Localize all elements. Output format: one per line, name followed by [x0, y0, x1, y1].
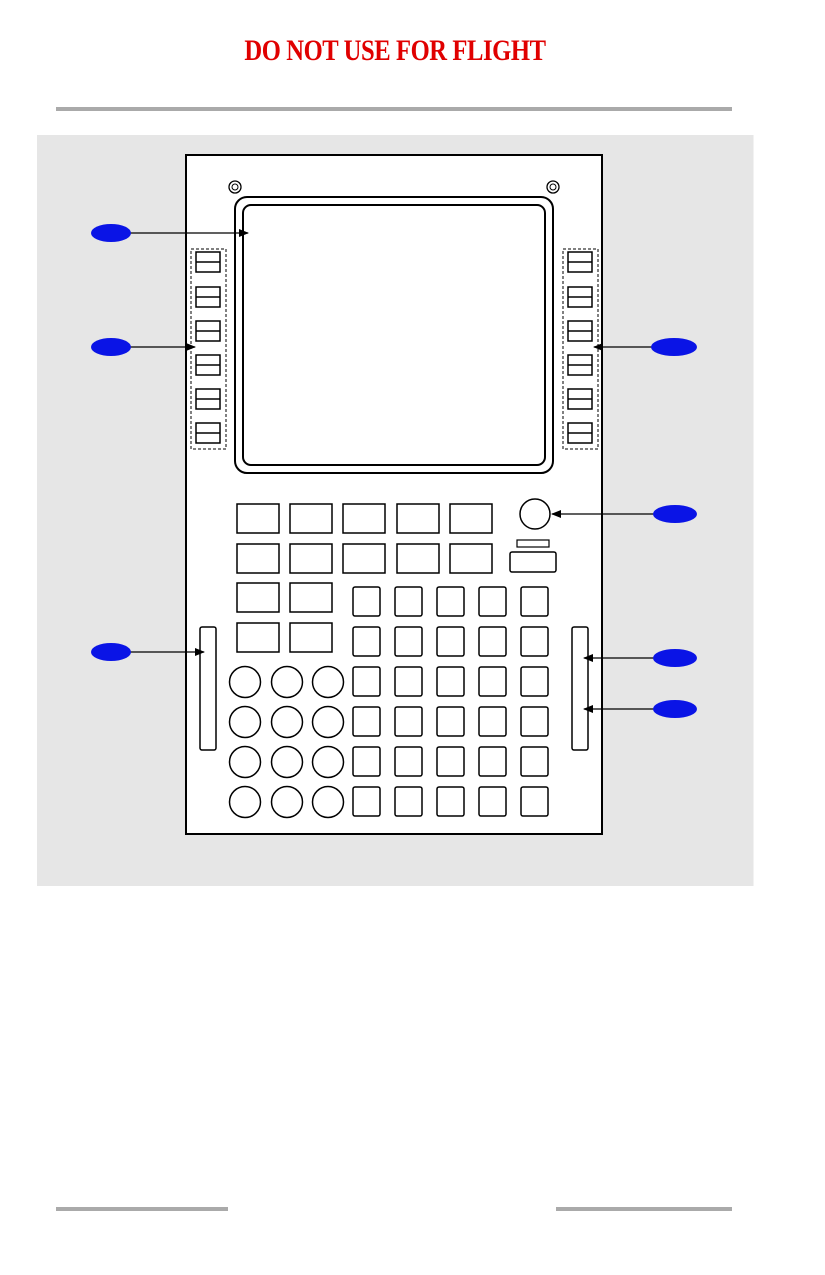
- function-key-12[interactable]: [289, 582, 333, 613]
- alpha-key-3[interactable]: [436, 586, 465, 617]
- numeric-key-4[interactable]: [228, 705, 262, 739]
- numeric-key-11[interactable]: [270, 785, 304, 819]
- callout-badge-left-slot: [91, 643, 131, 661]
- alpha-key-6[interactable]: [352, 626, 381, 657]
- alpha-key-24[interactable]: [478, 746, 507, 777]
- alpha-key-2[interactable]: [394, 586, 423, 617]
- numeric-key-9[interactable]: [311, 745, 345, 779]
- function-key-8[interactable]: [342, 543, 386, 574]
- top-rule: [56, 107, 732, 111]
- function-key-7[interactable]: [289, 543, 333, 574]
- function-key-14[interactable]: [289, 622, 333, 653]
- alpha-key-25[interactable]: [520, 746, 549, 777]
- line-select-key-left-1[interactable]: [195, 251, 221, 273]
- function-key-13[interactable]: [236, 622, 280, 653]
- numeric-key-2[interactable]: [270, 665, 304, 699]
- function-key-9[interactable]: [396, 543, 440, 574]
- alpha-key-9[interactable]: [478, 626, 507, 657]
- alpha-key-10[interactable]: [520, 626, 549, 657]
- numeric-key-12[interactable]: [311, 785, 345, 819]
- alpha-key-21[interactable]: [352, 746, 381, 777]
- alpha-key-28[interactable]: [436, 786, 465, 817]
- function-key-3[interactable]: [342, 503, 386, 534]
- alpha-key-19[interactable]: [478, 706, 507, 737]
- alpha-key-15[interactable]: [520, 666, 549, 697]
- alpha-key-18[interactable]: [436, 706, 465, 737]
- numeric-key-8[interactable]: [270, 745, 304, 779]
- left-vertical-slot: [199, 626, 217, 751]
- line-select-key-right-4[interactable]: [567, 354, 593, 376]
- callout-badge-left-lsk: [91, 338, 131, 356]
- brightness-knob[interactable]: [519, 498, 551, 530]
- function-key-5[interactable]: [449, 503, 493, 534]
- callout-badge-right-lsk: [651, 338, 697, 356]
- line-select-key-right-1[interactable]: [567, 251, 593, 273]
- callout-badge-right-slot-1: [653, 649, 697, 667]
- alpha-key-16[interactable]: [352, 706, 381, 737]
- alpha-key-14[interactable]: [478, 666, 507, 697]
- alpha-key-8[interactable]: [436, 626, 465, 657]
- alpha-key-29[interactable]: [478, 786, 507, 817]
- warning-banner: DO NOT USE FOR FLIGHT: [244, 34, 546, 67]
- function-key-2[interactable]: [289, 503, 333, 534]
- alpha-key-30[interactable]: [520, 786, 549, 817]
- line-select-key-right-2[interactable]: [567, 286, 593, 308]
- line-select-key-right-3[interactable]: [567, 320, 593, 342]
- right-vertical-slot: [571, 626, 589, 751]
- annunciator-light: [516, 539, 550, 548]
- numeric-key-5[interactable]: [270, 705, 304, 739]
- function-key-4[interactable]: [396, 503, 440, 534]
- alpha-key-11[interactable]: [352, 666, 381, 697]
- line-select-key-right-5[interactable]: [567, 388, 593, 410]
- bottom-rule-left: [56, 1207, 228, 1211]
- callout-badge-display: [91, 224, 131, 242]
- numeric-key-3[interactable]: [311, 665, 345, 699]
- function-key-11[interactable]: [236, 582, 280, 613]
- alpha-key-1[interactable]: [352, 586, 381, 617]
- numeric-key-1[interactable]: [228, 665, 262, 699]
- callout-badge-knob: [653, 505, 697, 523]
- numeric-key-6[interactable]: [311, 705, 345, 739]
- function-key-10[interactable]: [449, 543, 493, 574]
- alpha-key-27[interactable]: [394, 786, 423, 817]
- screw-right: [546, 180, 560, 194]
- alpha-key-26[interactable]: [352, 786, 381, 817]
- line-select-key-left-2[interactable]: [195, 286, 221, 308]
- line-select-key-right-6[interactable]: [567, 422, 593, 444]
- alpha-key-5[interactable]: [520, 586, 549, 617]
- display-screen: [242, 204, 546, 466]
- numeric-key-10[interactable]: [228, 785, 262, 819]
- callout-badge-right-slot-2: [653, 700, 697, 718]
- line-select-key-left-4[interactable]: [195, 354, 221, 376]
- alpha-key-4[interactable]: [478, 586, 507, 617]
- function-key-1[interactable]: [236, 503, 280, 534]
- line-select-key-left-3[interactable]: [195, 320, 221, 342]
- bottom-rule-right: [556, 1207, 732, 1211]
- annunciator-key[interactable]: [509, 551, 557, 573]
- line-select-key-left-6[interactable]: [195, 422, 221, 444]
- alpha-key-12[interactable]: [394, 666, 423, 697]
- alpha-key-23[interactable]: [436, 746, 465, 777]
- alpha-key-17[interactable]: [394, 706, 423, 737]
- alpha-key-22[interactable]: [394, 746, 423, 777]
- alpha-key-13[interactable]: [436, 666, 465, 697]
- alpha-key-20[interactable]: [520, 706, 549, 737]
- function-key-6[interactable]: [236, 543, 280, 574]
- numeric-key-7[interactable]: [228, 745, 262, 779]
- screw-left: [228, 180, 242, 194]
- alpha-key-7[interactable]: [394, 626, 423, 657]
- line-select-key-left-5[interactable]: [195, 388, 221, 410]
